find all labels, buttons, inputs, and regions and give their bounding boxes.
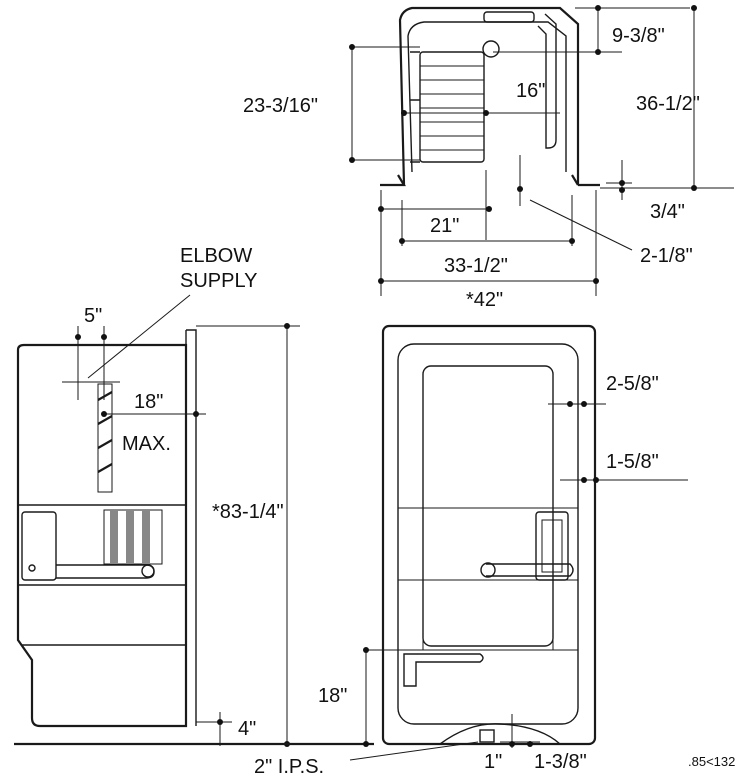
dim-front-18: 18" xyxy=(318,685,347,707)
dim-side-18: 18" xyxy=(134,391,163,413)
dim-16: 16" xyxy=(516,80,545,102)
dim-42: *42" xyxy=(466,289,503,311)
front-drain-base xyxy=(439,723,561,745)
side-seat xyxy=(21,511,57,581)
dim-2-1-8: 2-1/8" xyxy=(640,245,693,267)
elbow-supply-leader xyxy=(87,294,191,379)
side-grab-bar xyxy=(56,564,155,579)
side-valve-block xyxy=(103,509,163,565)
dim-side-max: MAX. xyxy=(122,433,171,455)
dim-front-1-5-8: 1-5/8" xyxy=(606,451,659,473)
front-outer-frame xyxy=(381,324,597,746)
dim-front-1-3-8: 1-3/8" xyxy=(534,751,587,773)
dim-side-83-1-4: *83-1/4" xyxy=(212,501,284,523)
dim-front-2-5-8: 2-5/8" xyxy=(606,373,659,395)
plan-outer-shell xyxy=(398,6,580,186)
dim-23-3-16: 23-3/16" xyxy=(243,95,318,117)
dim-33-1-2: 33-1/2" xyxy=(444,255,508,277)
dim-side-5: 5" xyxy=(84,305,102,327)
plan-seat xyxy=(410,51,485,163)
plan-grab-bar xyxy=(537,13,557,149)
side-wall-flange xyxy=(185,329,197,726)
side-view: 5" 18" MAX. *83-1/4" 4" xyxy=(16,305,300,747)
dim-3-4: 3/4" xyxy=(650,201,685,223)
front-lower-grab-bar xyxy=(403,653,484,687)
dim-side-4: 4" xyxy=(238,718,256,740)
plan-shower-head xyxy=(483,11,535,23)
elbow-supply-line1: ELBOW xyxy=(180,245,252,267)
front-view: 2-5/8" 1-5/8" 18" 1" 1-3/8" xyxy=(318,324,688,773)
front-inner-frame xyxy=(397,343,579,725)
dim-front-1: 1" xyxy=(484,751,502,773)
front-grab-bar xyxy=(486,563,574,577)
drain-label: 2" I.P.S. xyxy=(254,756,324,775)
front-back-panel xyxy=(422,365,554,647)
plan-view: 9-3/8" 36-1/2" 23-3/16" 16" 3/4" xyxy=(243,5,734,311)
plan-base-ledge xyxy=(380,174,600,187)
dim-21: 21" xyxy=(430,215,459,237)
drawing-reference: .85<132 xyxy=(688,754,735,769)
front-seat xyxy=(535,511,569,581)
front-drain xyxy=(479,729,495,743)
dim-36-1-2: 36-1/2" xyxy=(636,93,700,115)
side-body-outline xyxy=(16,343,188,728)
drain-leader xyxy=(349,741,479,761)
side-supply-pipe xyxy=(97,383,113,493)
dim-9-3-8: 9-3/8" xyxy=(612,25,665,47)
plan-valve xyxy=(482,40,500,58)
elbow-supply-line2: SUPPLY xyxy=(180,270,257,292)
